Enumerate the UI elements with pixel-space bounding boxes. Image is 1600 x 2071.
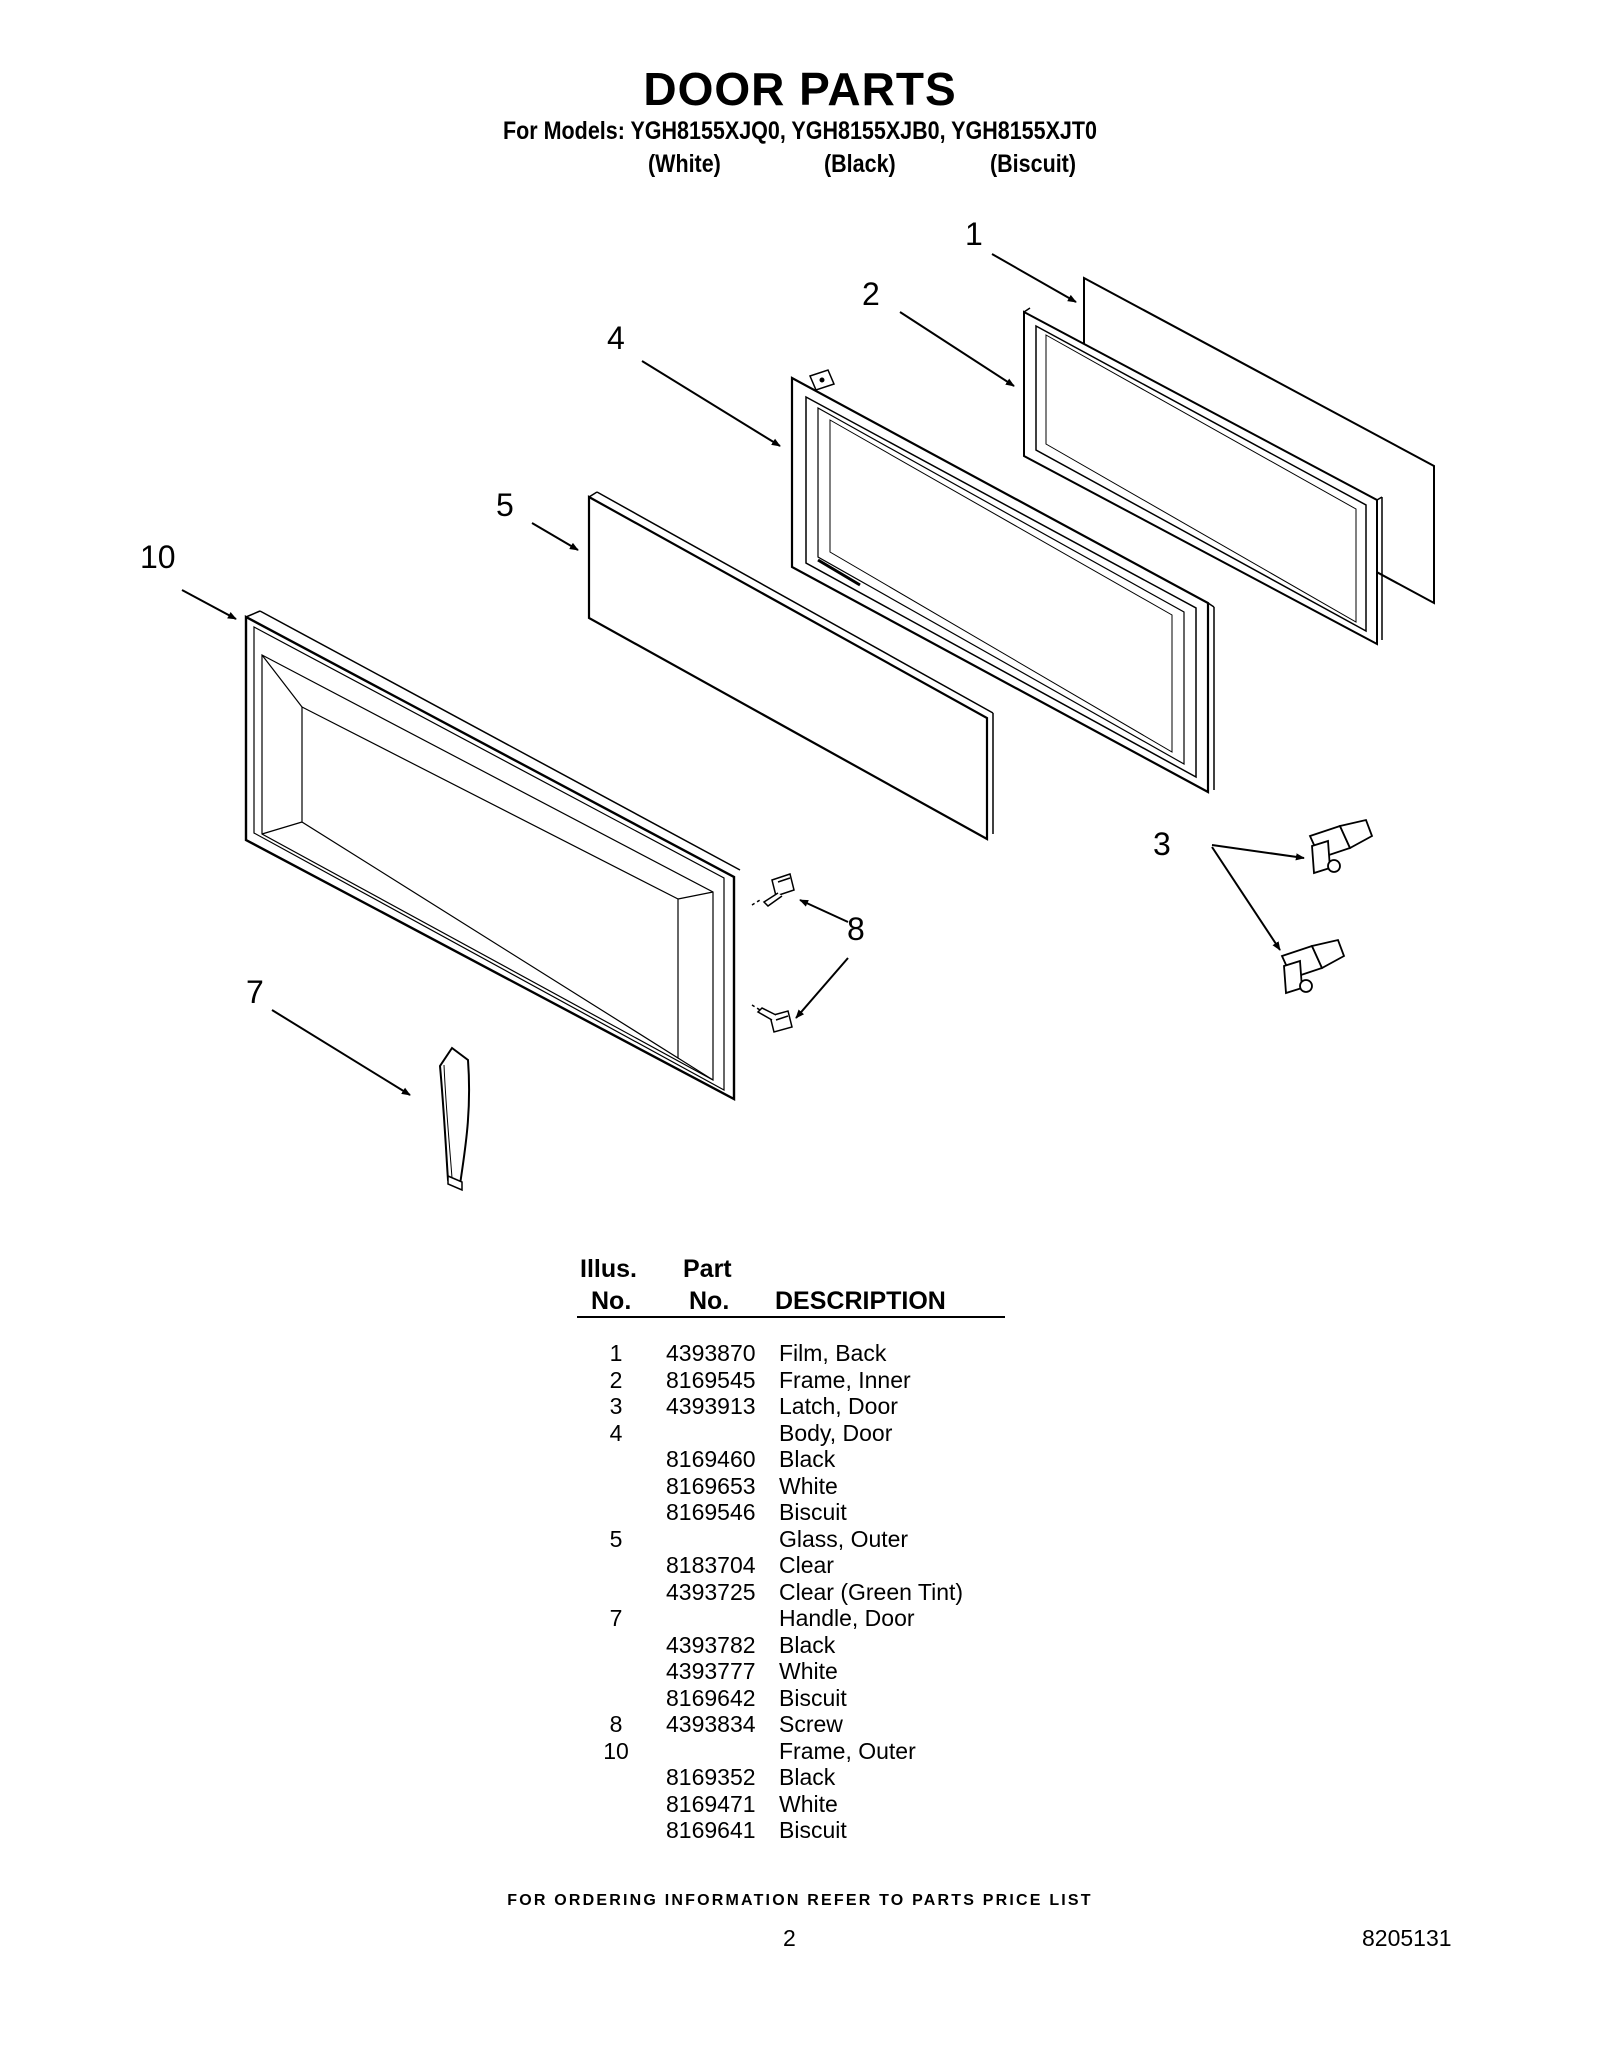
part-no-cell: 4393834 — [666, 1711, 756, 1737]
illus-no-cell: 5 — [609, 1525, 623, 1552]
table-row: 1 4393870 Film, Back — [0, 1340, 1600, 1366]
table-row: 4393725 Clear (Green Tint) — [0, 1579, 1600, 1605]
exploded-parts-diagram: 1 2 3 4 5 7 8 10 — [140, 216, 1435, 1192]
body-door-part — [790, 369, 1215, 794]
description-cell: Handle, Door — [779, 1605, 915, 1631]
description-cell: Film, Back — [779, 1340, 887, 1366]
table-row: 4 Body, Door — [0, 1420, 1600, 1446]
latch-door-part — [1280, 818, 1374, 995]
part-no-cell: 8169545 — [666, 1366, 756, 1393]
description-cell: Clear (Green Tint) — [779, 1578, 964, 1605]
illus-no-cell: 1 — [609, 1340, 623, 1366]
illus-no-cell: 10 — [603, 1737, 629, 1764]
part-no-cell: 8169653 — [666, 1472, 756, 1499]
part-no-cell: 4393725 — [666, 1578, 756, 1605]
description-cell: Body, Door — [779, 1419, 893, 1446]
description-cell: White — [779, 1472, 838, 1499]
callout-4: 4 — [607, 320, 625, 356]
description-cell: Frame, Outer — [779, 1737, 916, 1764]
callout-7: 7 — [246, 974, 264, 1010]
header-description: DESCRIPTION — [775, 1287, 946, 1315]
table-row: 8169653 White — [0, 1473, 1600, 1499]
color-white-label: (White) — [648, 150, 721, 178]
callout-8: 8 — [847, 911, 865, 947]
illus-no-cell: 3 — [609, 1393, 623, 1419]
description-cell: Latch, Door — [779, 1393, 898, 1419]
table-header-rule — [577, 1316, 1005, 1318]
color-black-label: (Black) — [824, 150, 896, 178]
callout-arrows — [181, 253, 1305, 1096]
table-row: 8169546 Biscuit — [0, 1499, 1600, 1525]
part-no-cell: 4393870 — [666, 1340, 756, 1366]
table-row: 3 4393913 Latch, Door — [0, 1393, 1600, 1419]
description-cell: White — [779, 1790, 838, 1817]
table-row: 8169352 Black — [0, 1764, 1600, 1790]
table-row: 7 Handle, Door — [0, 1605, 1600, 1631]
table-row: 8169460 Black — [0, 1446, 1600, 1472]
description-cell: Black — [779, 1764, 836, 1790]
models-line: For Models: YGH8155XJQ0, YGH8155XJB0, YG… — [503, 117, 1097, 145]
page-title: DOOR PARTS — [643, 63, 957, 115]
description-cell: Biscuit — [779, 1817, 847, 1843]
part-no-cell: 8169352 — [666, 1764, 756, 1790]
part-no-cell: 8169641 — [666, 1817, 756, 1843]
callout-3: 3 — [1153, 826, 1171, 862]
part-no-cell: 4393777 — [666, 1658, 756, 1684]
callout-10: 10 — [140, 539, 176, 575]
illus-no-cell: 7 — [609, 1605, 623, 1631]
screw-part — [751, 873, 795, 1033]
description-cell: Screw — [779, 1711, 843, 1737]
part-no-cell: 8169471 — [666, 1790, 756, 1817]
part-no-cell: 8169460 — [666, 1446, 756, 1472]
description-cell: Black — [779, 1446, 836, 1472]
part-no-cell: 8169546 — [666, 1499, 756, 1525]
illus-no-cell: 8 — [609, 1711, 623, 1737]
header-part-bottom: No. — [689, 1287, 730, 1315]
glass-outer-part — [587, 491, 994, 841]
callout-5: 5 — [496, 487, 514, 523]
description-cell: White — [779, 1658, 838, 1684]
table-row: 4393777 White — [0, 1658, 1600, 1684]
part-no-cell: 8183704 — [666, 1552, 756, 1578]
header-illus-top: Illus. — [580, 1255, 637, 1283]
frame-inner-part — [1023, 307, 1383, 646]
table-row: 8169641 Biscuit — [0, 1817, 1600, 1843]
part-no-cell: 8169642 — [666, 1684, 756, 1711]
table-row: 8169642 Biscuit — [0, 1685, 1600, 1711]
frame-outer-part — [244, 610, 741, 1101]
table-row: 8 4393834 Screw — [0, 1711, 1600, 1737]
color-biscuit-label: (Biscuit) — [990, 150, 1076, 178]
callout-1: 1 — [965, 216, 983, 252]
header-illus-bottom: No. — [591, 1287, 632, 1315]
description-cell: Clear — [779, 1552, 834, 1578]
ordering-note: FOR ORDERING INFORMATION REFER TO PARTS … — [507, 1892, 1093, 1909]
table-row: 10 Frame, Outer — [0, 1738, 1600, 1764]
header-part-top: Part — [683, 1255, 732, 1283]
table-row: 5 Glass, Outer — [0, 1526, 1600, 1552]
description-cell: Black — [779, 1631, 836, 1658]
part-no-cell: 4393782 — [666, 1631, 756, 1658]
description-cell: Frame, Inner — [779, 1366, 911, 1393]
page-number: 2 — [783, 1925, 796, 1951]
illus-no-cell: 4 — [609, 1419, 623, 1446]
illus-no-cell: 2 — [609, 1366, 623, 1393]
document-number: 8205131 — [1362, 1925, 1452, 1951]
part-no-cell: 4393913 — [666, 1393, 756, 1419]
table-row: 2 8169545 Frame, Inner — [0, 1367, 1600, 1393]
description-cell: Biscuit — [779, 1499, 847, 1525]
callout-2: 2 — [862, 276, 880, 312]
table-row: 8169471 White — [0, 1791, 1600, 1817]
description-cell: Biscuit — [779, 1684, 847, 1711]
table-row: 8183704 Clear — [0, 1552, 1600, 1578]
handle-door-part — [438, 1046, 471, 1192]
table-row: 4393782 Black — [0, 1632, 1600, 1658]
description-cell: Glass, Outer — [779, 1525, 909, 1552]
